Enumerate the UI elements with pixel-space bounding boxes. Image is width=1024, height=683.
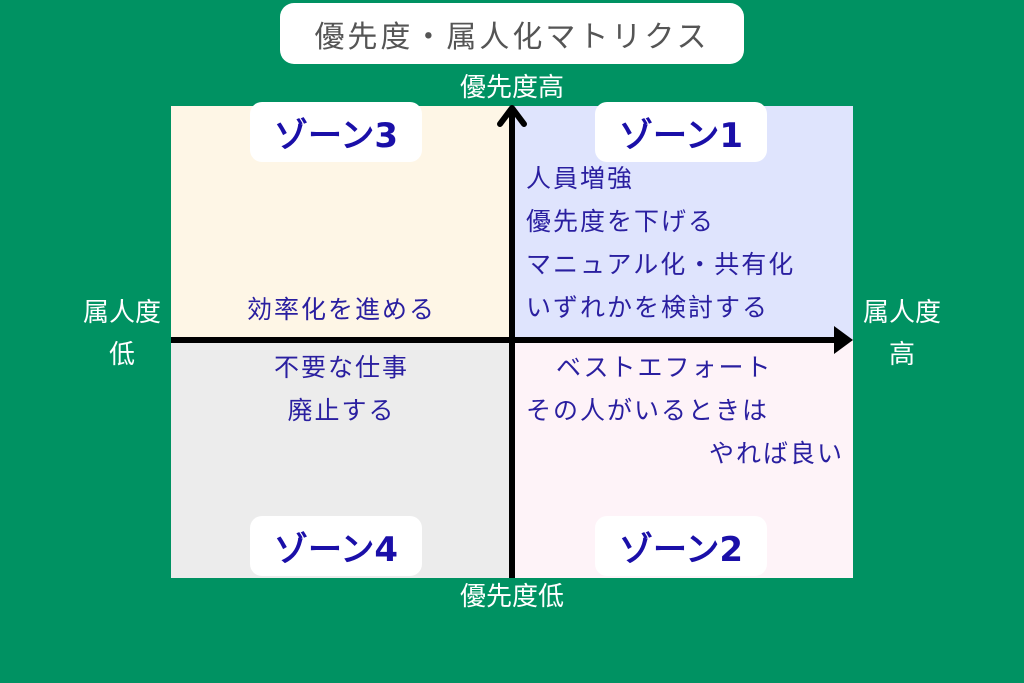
zone2-line: やれば良い [708, 439, 844, 468]
zone2-line: ベストエフォート [556, 353, 773, 382]
zone2-line: その人がいるときは [526, 396, 770, 425]
axis-label-left-line2: 低 [108, 339, 135, 370]
diagram-title: 優先度・属人化マトリクス [280, 3, 744, 64]
axis-label-right: 属人度 高 [852, 293, 952, 376]
zone3-text: 効率化を進める [171, 288, 512, 331]
axis-label-right-line1: 属人度 [862, 298, 941, 328]
zone4-text: 不要な仕事 廃止する [171, 346, 512, 432]
zone1-text: 人員増強 優先度を下げる マニュアル化・共有化 いずれかを検討する [526, 157, 795, 329]
axis-label-left-line1: 属人度 [82, 298, 161, 328]
zone1-line: マニュアル化・共有化 [526, 250, 796, 279]
zone1-label: ゾーン1 [595, 102, 767, 162]
arrow-right-icon [834, 326, 853, 354]
axis-label-bottom: 優先度低 [459, 582, 564, 612]
zone2-text: ベストエフォート その人がいるときは やれば良い [526, 346, 844, 475]
arrow-up-icon [497, 105, 527, 127]
axis-label-left: 属人度 低 [72, 293, 172, 376]
axis-label-right-line2: 高 [888, 339, 915, 370]
zone4-line: 廃止する [287, 396, 396, 425]
zone2-label: ゾーン2 [595, 516, 767, 576]
zone3-label: ゾーン3 [250, 102, 422, 162]
zone4-line: 不要な仕事 [273, 353, 409, 382]
zone4-label: ゾーン4 [250, 516, 422, 576]
zone1-line: 優先度を下げる [526, 207, 716, 236]
zone3-line: 効率化を進める [246, 295, 436, 324]
zone1-line: いずれかを検討する [526, 293, 770, 322]
axis-label-top: 優先度高 [459, 73, 564, 103]
zone1-line: 人員増強 [526, 164, 635, 193]
